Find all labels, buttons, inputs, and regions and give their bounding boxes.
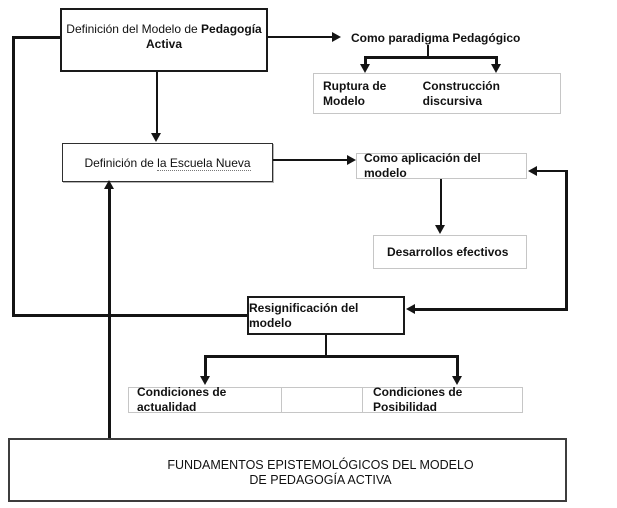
node-definicion-modelo: Definición del Modelo de Pedagogía Activ… <box>60 8 268 72</box>
arrowhead-to-desarrollos <box>435 225 445 234</box>
connector-escuela-to-aplicacion <box>273 159 348 161</box>
ruptura-modelo-label: Ruptura de Modelo <box>323 78 387 108</box>
condiciones-posibilidad-cell: Condiciones de Posibilidad <box>373 385 463 414</box>
connector-rightloop-vertical <box>565 170 568 311</box>
connector-fundamentos-to-escuela <box>108 188 111 438</box>
node-condiciones-row: Condiciones de actualidad Condiciones de… <box>128 385 523 414</box>
node-como-paradigma: Como paradigma Pedagógico <box>351 31 521 47</box>
connector-paradigma-drop-left <box>364 56 367 65</box>
connector-resignificacion-bar <box>204 355 459 358</box>
connector-drop-actualidad <box>204 355 207 376</box>
node-ruptura-construccion: Ruptura de Modelo Construcción discursiv… <box>313 73 561 114</box>
condiciones-actualidad-cell: Condiciones de actualidad <box>129 385 282 414</box>
fundamentos-line2: DE PEDAGOGÍA ACTIVA <box>249 473 392 487</box>
connector-paradigma-bar <box>364 56 498 59</box>
connector-paradigma-drop-right <box>495 56 498 65</box>
arrowhead-to-ruptura <box>360 64 370 73</box>
node-desarrollos-efectivos: Desarrollos efectivos <box>373 235 527 269</box>
arrowhead-to-paradigma <box>332 32 341 42</box>
node-como-aplicacion: Como aplicación del modelo <box>356 151 527 180</box>
connector-resignificacion-stem <box>325 335 327 357</box>
construccion-discursiva-label: Construcción discursiva <box>422 78 500 108</box>
arrowhead-to-resignificacion <box>406 304 415 314</box>
escuela-nueva-text-underlined: la Escuela Nueva <box>157 156 251 171</box>
connector-leftloop-top <box>12 36 60 39</box>
arrowhead-to-posibilidad <box>452 376 462 385</box>
node-escuela-nueva: Definición de la Escuela Nueva <box>62 143 273 182</box>
arrowhead-to-aplicacion <box>347 155 356 165</box>
connector-paradigma-stem <box>427 45 429 58</box>
connector-leftloop-bottom <box>12 314 247 317</box>
definicion-modelo-text: Definición del Modelo de <box>66 22 202 36</box>
connector-rightloop-bottom <box>415 308 568 311</box>
fundamentos-line1: FUNDAMENTOS EPISTEMOLÓGICOS DEL MODELO <box>167 458 474 472</box>
node-resignificacion: Resignificación del modelo <box>247 296 405 335</box>
connector-definicion-to-escuela <box>156 72 158 134</box>
condiciones-empty-cell <box>282 388 363 412</box>
connector-definicion-to-paradigma <box>268 36 332 38</box>
connector-aplicacion-to-desarrollos <box>440 179 442 226</box>
definicion-modelo-text-bold: Pedagogía Activa <box>145 22 262 51</box>
connector-rightloop-top <box>537 170 567 172</box>
arrowhead-to-aplicacion-right <box>528 166 537 176</box>
arrowhead-to-escuela <box>151 133 161 142</box>
arrowhead-up-to-escuela <box>104 180 114 189</box>
connector-drop-posibilidad <box>456 355 459 376</box>
escuela-nueva-text: Definición de <box>84 156 158 170</box>
node-fundamentos: FUNDAMENTOS EPISTEMOLÓGICOS DEL MODELO D… <box>8 438 567 502</box>
connector-leftloop-vertical <box>12 36 15 317</box>
arrowhead-to-actualidad <box>200 376 210 385</box>
arrowhead-to-construccion <box>491 64 501 73</box>
